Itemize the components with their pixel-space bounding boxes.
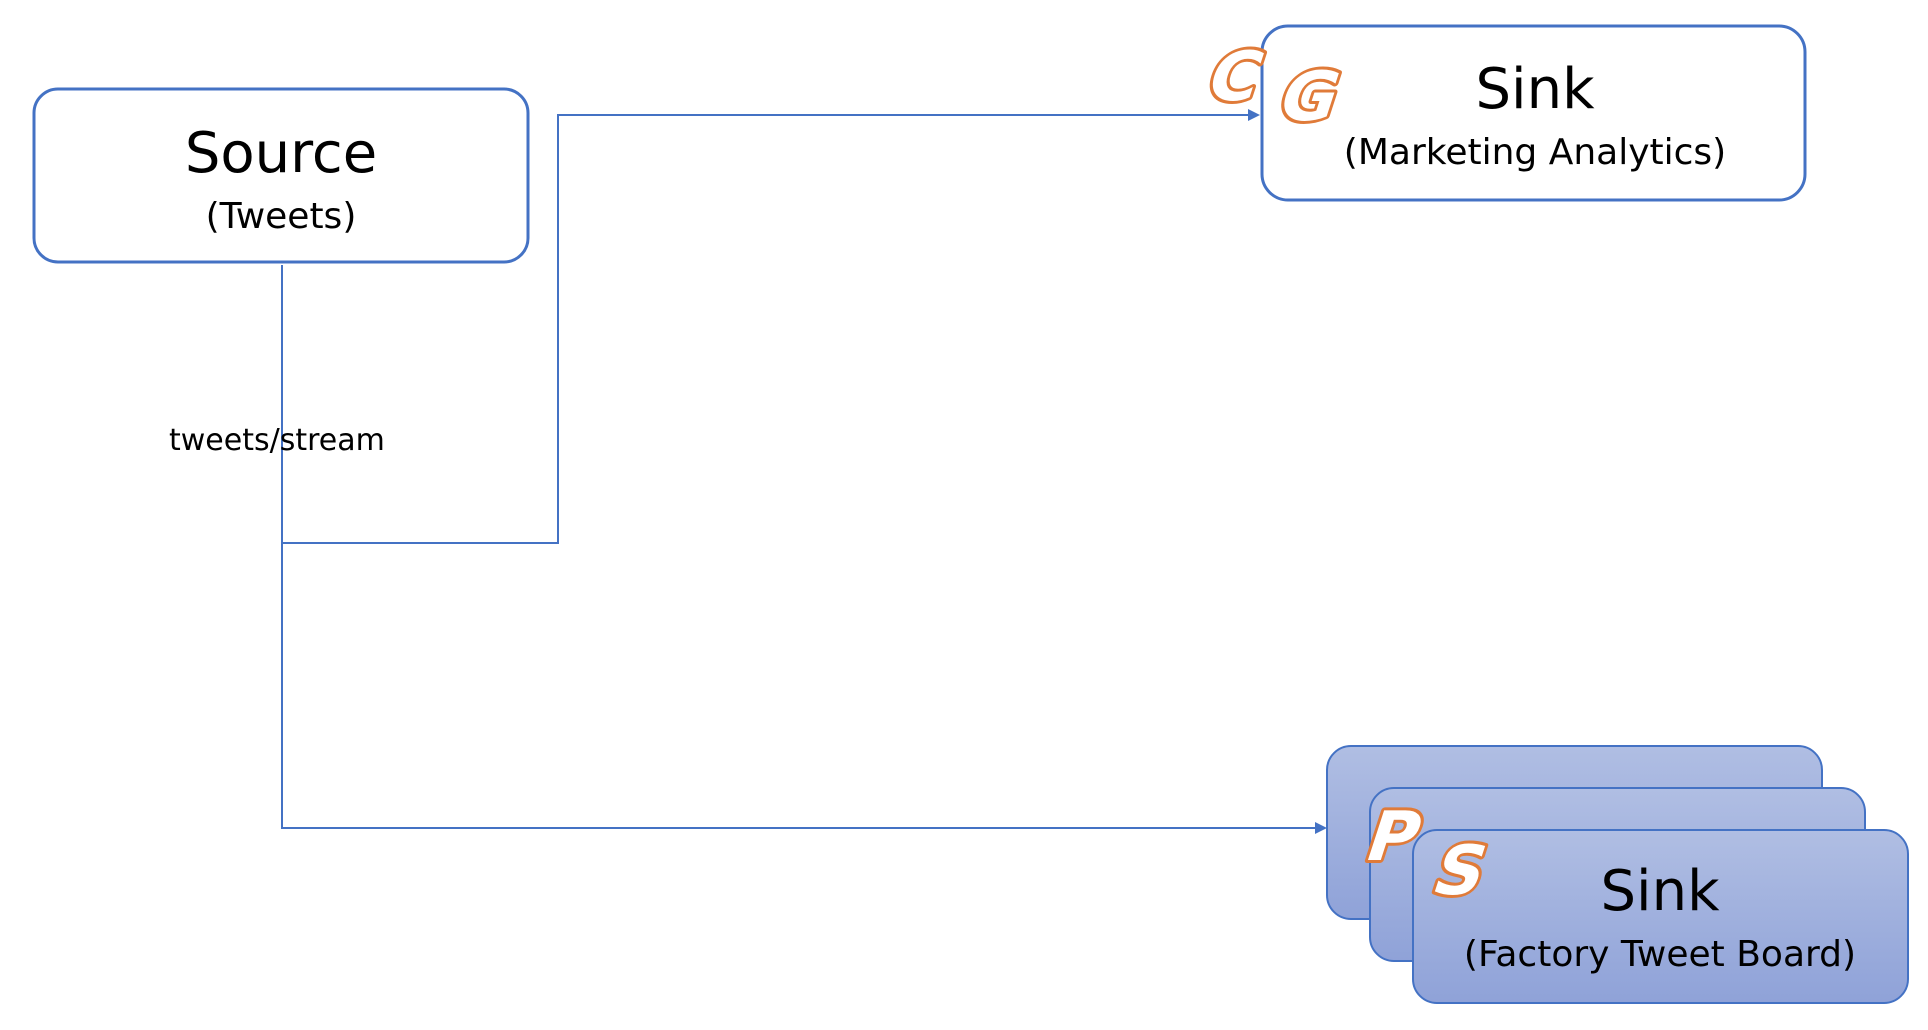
source-node-subtitle: (Tweets) [206, 196, 357, 237]
sink-marketing-node[interactable]: Sink (Marketing Analytics) [1260, 24, 1807, 202]
source-node[interactable]: Source (Tweets) [32, 87, 530, 264]
sink-factory-node[interactable]: Sink (Factory Tweet Board) [1326, 745, 1909, 1004]
edge-label-stream: tweets/stream [169, 423, 385, 458]
sink-marketing-subtitle: (Marketing Analytics) [1344, 132, 1726, 173]
sink-marketing-box [1260, 24, 1807, 202]
connectors [281, 109, 1327, 834]
branch-to-marketing-line [282, 109, 1260, 544]
trunk-line [281, 265, 1327, 834]
source-node-box [32, 87, 530, 264]
sink-factory-subtitle: (Factory Tweet Board) [1464, 934, 1856, 975]
sink-factory-title: Sink [1600, 859, 1720, 924]
sink-factory-instance-front [1412, 829, 1909, 1004]
sink-marketing-title: Sink [1475, 57, 1595, 122]
source-node-title: Source [185, 121, 377, 186]
